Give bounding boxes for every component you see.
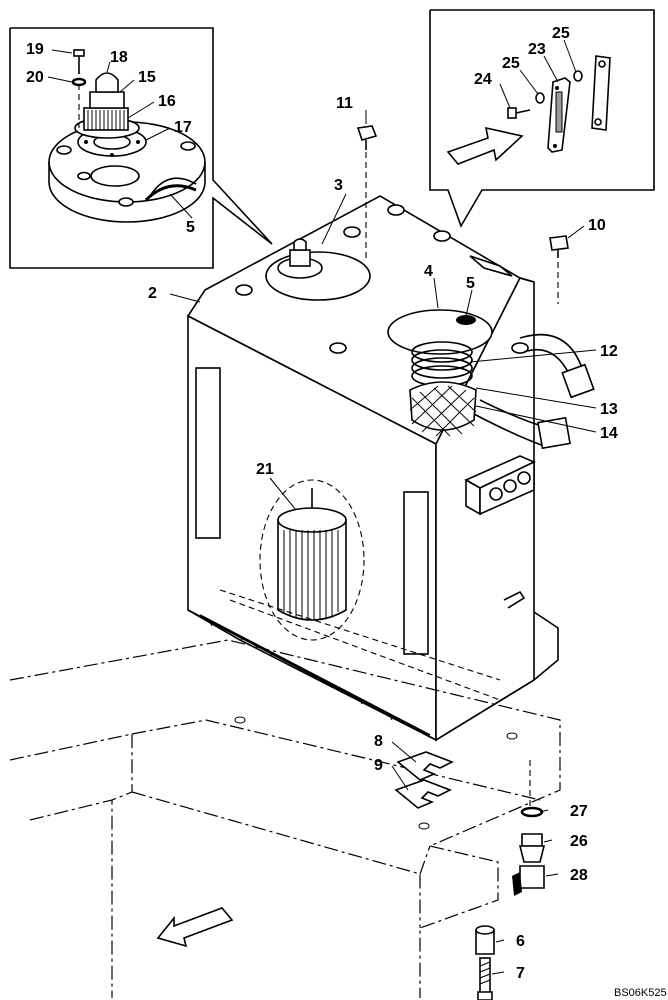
callout-14: 14 bbox=[600, 425, 618, 442]
callout-4: 4 bbox=[424, 263, 433, 280]
callout-10: 10 bbox=[588, 217, 606, 234]
mounting-frame bbox=[9, 589, 561, 998]
callout-16: 16 bbox=[158, 93, 176, 110]
inset-cover-detail bbox=[9, 27, 273, 269]
callout-9: 9 bbox=[374, 757, 383, 774]
callout-3: 3 bbox=[334, 177, 343, 194]
callout-labels: 19 18 20 15 16 17 5 11 3 2 25 25 23 24 1… bbox=[26, 25, 667, 999]
callout-26: 26 bbox=[570, 833, 588, 850]
callout-25-upper: 25 bbox=[552, 25, 570, 42]
callout-23: 23 bbox=[528, 41, 546, 58]
callout-27: 27 bbox=[570, 803, 588, 820]
callout-6: 6 bbox=[516, 933, 525, 950]
callout-13: 13 bbox=[600, 401, 618, 418]
callout-19: 19 bbox=[26, 41, 44, 58]
callout-2: 2 bbox=[148, 285, 157, 302]
inset-level-gauge-detail bbox=[429, 9, 655, 228]
callout-7: 7 bbox=[516, 965, 525, 982]
callout-21: 21 bbox=[256, 461, 274, 478]
document-id: BS06K525 bbox=[614, 987, 667, 999]
callout-25-lower: 25 bbox=[502, 55, 520, 72]
callout-15: 15 bbox=[138, 69, 156, 86]
callout-11: 11 bbox=[336, 95, 353, 112]
callout-8: 8 bbox=[374, 733, 383, 750]
callout-12: 12 bbox=[600, 343, 618, 360]
callout-20: 20 bbox=[26, 69, 44, 86]
callout-18: 18 bbox=[110, 49, 128, 66]
callout-5-main: 5 bbox=[466, 275, 475, 292]
hydraulic-tank bbox=[186, 195, 595, 742]
drain-hardware bbox=[156, 110, 597, 1000]
callout-5-inset: 5 bbox=[186, 219, 195, 236]
callout-24: 24 bbox=[474, 71, 492, 88]
callout-28: 28 bbox=[570, 867, 588, 884]
callout-17: 17 bbox=[174, 119, 192, 136]
